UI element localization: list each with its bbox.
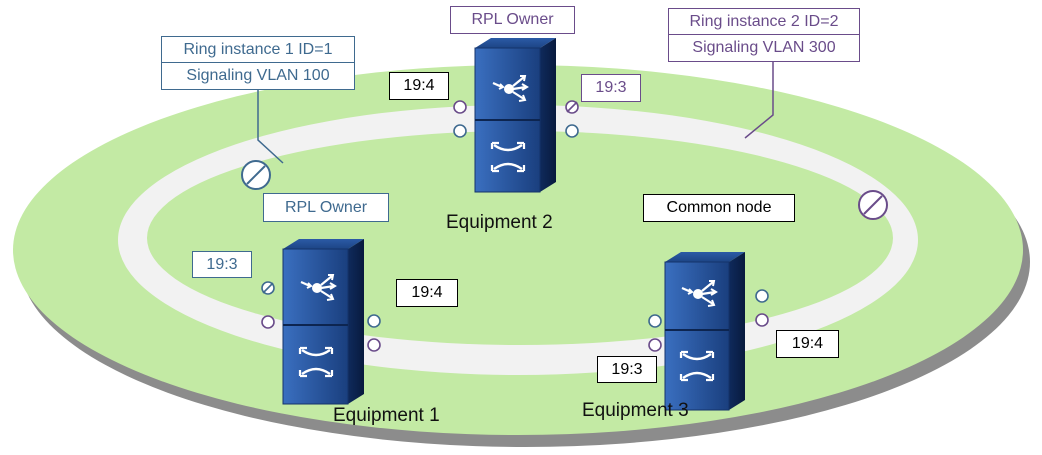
- equipment-3-switch: [664, 252, 745, 411]
- port-icon: [453, 124, 467, 138]
- equipment-2-switch: [474, 38, 556, 193]
- ring-instance-1-vlan: Signaling VLAN 100: [186, 67, 330, 84]
- blocked-port-icon: [858, 190, 888, 220]
- equipment-3-port-label: 19:4: [776, 330, 839, 358]
- port-icon: [755, 289, 769, 303]
- equipment-1-port-label: 19:4: [396, 279, 458, 307]
- equipment-3-port-label: 19:3: [597, 356, 657, 383]
- instance-1-leader-line: [257, 89, 284, 164]
- blocked-port-icon: [565, 100, 579, 114]
- port-icon: [261, 315, 275, 329]
- ring-instance-2-vlan: Signaling VLAN 300: [692, 39, 836, 56]
- port-icon: [367, 338, 381, 352]
- ring-instance-2-label: Ring instance 2 ID=2 Signaling VLAN 300: [668, 8, 860, 62]
- equipment-1-switch: [282, 239, 364, 405]
- equipment-1-port-label: 19:3: [192, 251, 252, 278]
- blocked-port-icon: [241, 160, 271, 190]
- equipment-2-port-label: 19:4: [389, 72, 449, 100]
- port-icon: [755, 313, 769, 327]
- common-node-label: Common node: [643, 194, 795, 222]
- equipment-2-name: Equipment 2: [446, 212, 553, 233]
- blocked-port-icon: [261, 281, 275, 295]
- equipment-2-port-label: 19:3: [581, 74, 641, 102]
- port-icon: [648, 338, 662, 352]
- rpl-owner-label-instance-2: RPL Owner: [450, 6, 575, 34]
- rpl-owner-label-instance-1: RPL Owner: [263, 193, 389, 222]
- ring-instance-1-id: Ring instance 1 ID=1: [162, 37, 354, 63]
- port-icon: [648, 314, 662, 328]
- ring-instance-1-label: Ring instance 1 ID=1 Signaling VLAN 100: [161, 36, 355, 90]
- port-icon: [367, 314, 381, 328]
- port-icon: [453, 100, 467, 114]
- instance-2-leader-line: [744, 60, 774, 139]
- equipment-1-name: Equipment 1: [333, 405, 440, 426]
- port-icon: [565, 124, 579, 138]
- ring-instance-2-id: Ring instance 2 ID=2: [669, 9, 859, 35]
- equipment-3-name: Equipment 3: [582, 400, 689, 421]
